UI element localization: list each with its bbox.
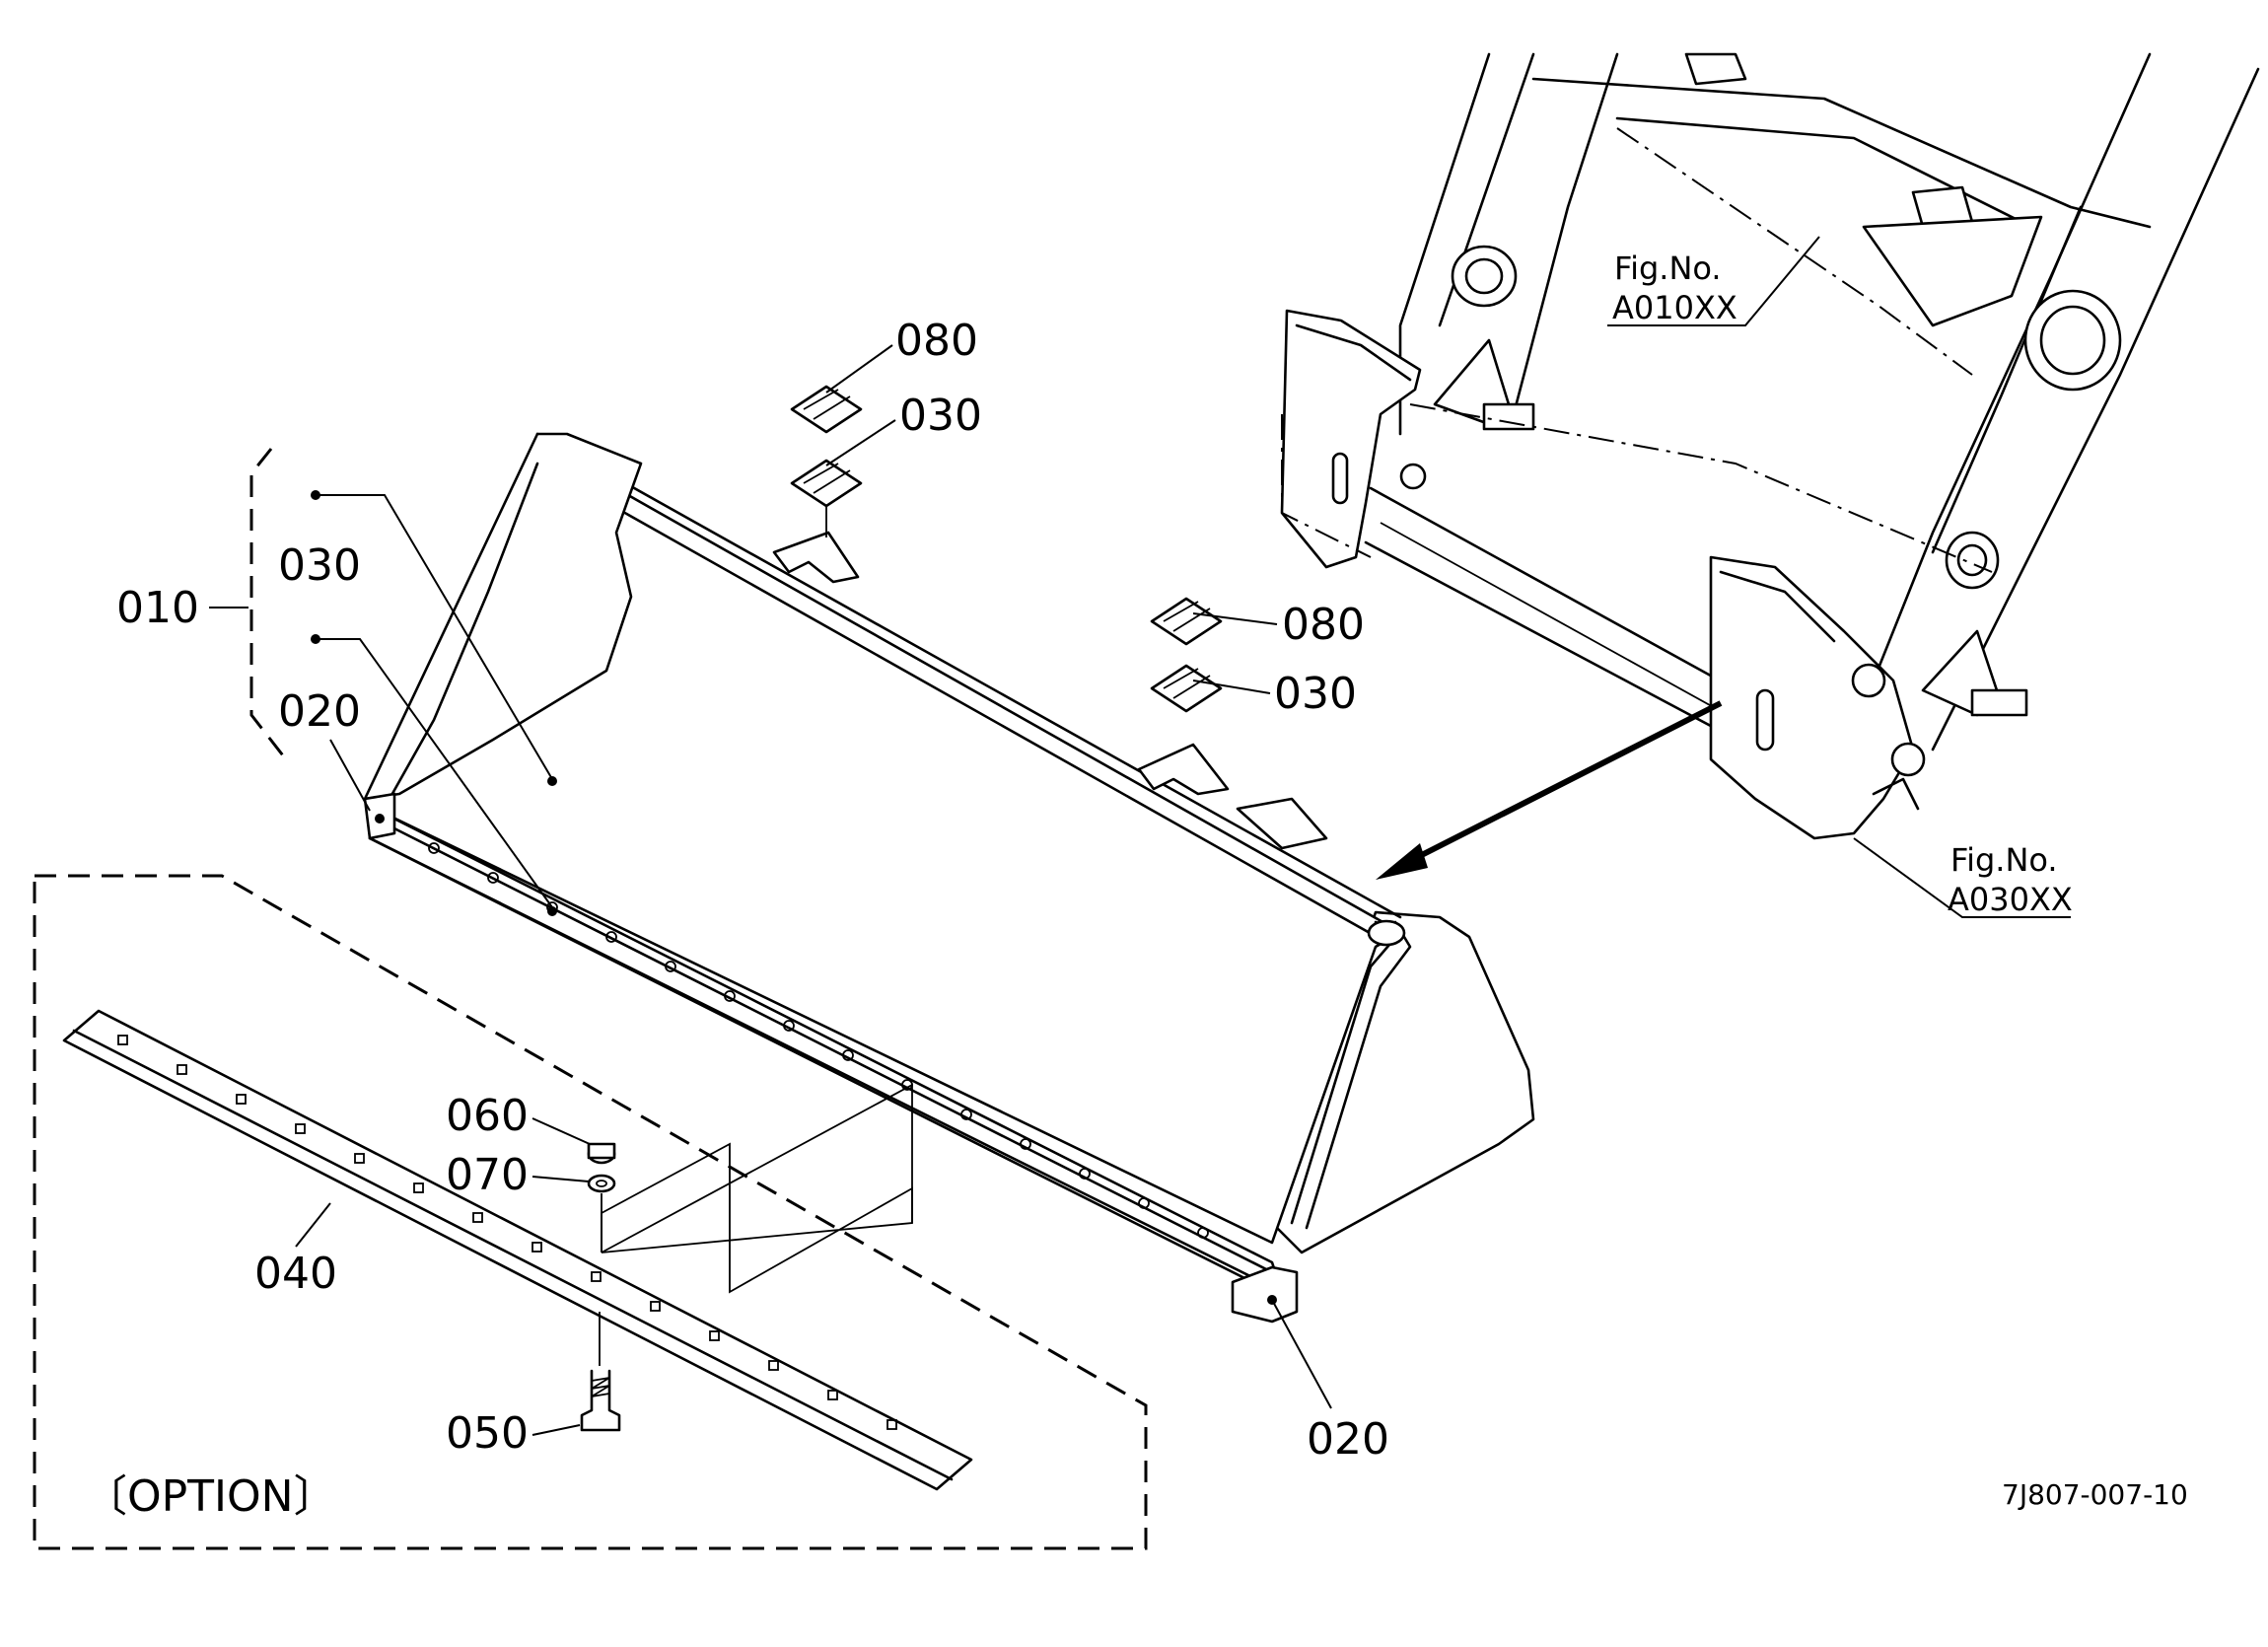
label-030-b: 030 xyxy=(899,391,982,441)
reference-a030: Fig.No. A030XX xyxy=(1853,837,2073,918)
reference-a030-line1: Fig.No. xyxy=(1950,841,2058,879)
label-060: 060 xyxy=(446,1091,529,1141)
decal-030-upper xyxy=(790,459,863,508)
label-080-b: 080 xyxy=(1282,600,1365,650)
decal-080-lower xyxy=(1150,597,1223,646)
corner-block-right xyxy=(1231,1265,1299,1324)
label-010: 010 xyxy=(116,583,199,633)
loader-frame xyxy=(1280,52,2260,840)
assembly-arrow xyxy=(1376,700,1723,880)
label-020-a: 020 xyxy=(278,686,361,737)
label-030-c: 030 xyxy=(1274,669,1357,719)
label-050: 050 xyxy=(446,1408,529,1459)
label-030-a: 030 xyxy=(278,540,361,591)
reference-a030-line2: A030XX xyxy=(1948,881,2073,918)
reference-a010-line1: Fig.No. xyxy=(1614,250,1722,287)
bucket-hook-right xyxy=(1137,743,1230,796)
reference-a010: Fig.No. A010XX xyxy=(1607,236,1820,326)
option-box xyxy=(33,874,1148,1550)
bucket-bracket xyxy=(1236,797,1328,850)
label-040: 040 xyxy=(254,1249,337,1299)
decal-080-upper xyxy=(790,385,863,434)
bucket xyxy=(363,432,1535,1324)
decal-030-lower xyxy=(1150,664,1223,713)
assembly-010-bracket xyxy=(249,448,288,760)
label-070: 070 xyxy=(446,1150,529,1200)
callouts: 010 030 020 080 030 080 030 060 070 040 … xyxy=(116,316,1389,1465)
reference-a010-line2: A010XX xyxy=(1612,289,1737,326)
optional-edge-holes xyxy=(117,1035,897,1430)
decal-group-lower xyxy=(1150,597,1223,713)
label-080-a: 080 xyxy=(895,316,978,366)
cutting-edge-holes xyxy=(428,842,1209,1239)
washer-070 xyxy=(587,1174,616,1193)
bucket-hook-left xyxy=(772,531,860,584)
option-label: 〔OPTION〕 xyxy=(84,1471,337,1522)
bolt-050 xyxy=(580,1369,621,1432)
hardware xyxy=(580,1142,621,1432)
decal-group-upper xyxy=(790,385,863,537)
label-020-b: 020 xyxy=(1307,1414,1389,1465)
drawing-id: 7J807-007-10 xyxy=(2002,1478,2188,1511)
optional-cutting-edge xyxy=(62,1009,973,1491)
alignment-phantom xyxy=(601,1142,913,1294)
